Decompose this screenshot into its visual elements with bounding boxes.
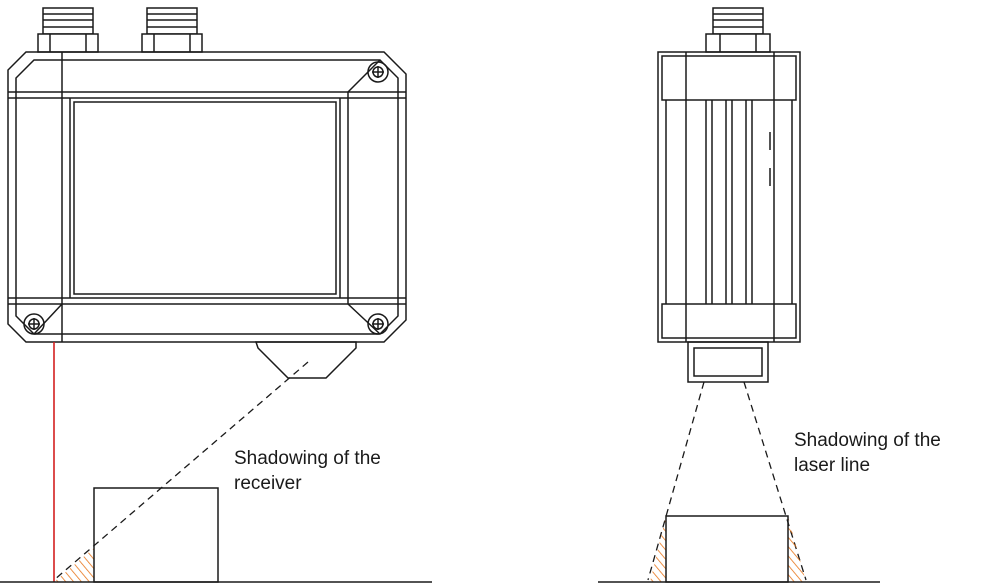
sensor-housing <box>7 51 407 343</box>
receiver-sightline <box>53 361 309 581</box>
label-shadowing-receiver-line2: receiver <box>234 473 302 494</box>
label-shadowing-receiver-line1: Shadowing of the <box>234 448 381 469</box>
sensor-body-front <box>657 51 801 343</box>
screw-bottom-left <box>23 313 45 335</box>
receiver-prism <box>254 341 357 379</box>
sensor-front-view <box>657 7 801 383</box>
laser-shadow-area-right <box>788 516 806 582</box>
laser-shadow-area-left <box>650 516 666 582</box>
screw-top-right <box>367 61 389 83</box>
screw-bottom-right <box>367 313 389 335</box>
label-shadowing-laser-line2: laser line <box>794 455 870 476</box>
connector-left-2 <box>141 7 203 53</box>
laser-aperture <box>687 341 769 383</box>
laser-fan <box>647 381 807 581</box>
connector-right <box>705 7 771 53</box>
receiver-shadow-area <box>54 548 94 582</box>
label-shadowing-laser-line1: Shadowing of the <box>794 430 941 451</box>
sensor-side-view <box>7 7 407 379</box>
measured-object-right <box>665 515 789 583</box>
measured-object-left <box>93 487 219 583</box>
connector-left-1 <box>37 7 99 53</box>
